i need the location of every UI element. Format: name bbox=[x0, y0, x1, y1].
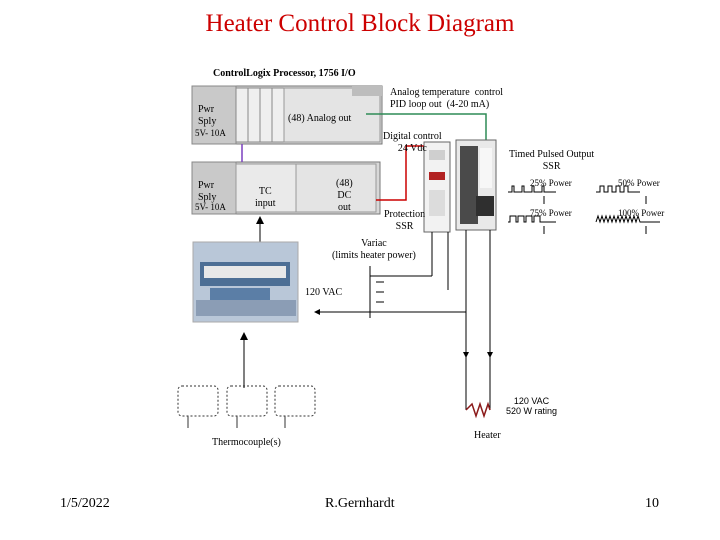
waveforms bbox=[508, 185, 660, 234]
footer-date: 1/5/2022 bbox=[60, 496, 110, 511]
dc-out-label: (48) DC out bbox=[336, 178, 353, 213]
bottom-rack bbox=[191, 161, 381, 215]
waveform-100-label: 100% Power bbox=[618, 208, 665, 218]
variac-terminals bbox=[376, 281, 384, 303]
analog-wire bbox=[366, 113, 487, 146]
page-title: Heater Control Block Diagram bbox=[205, 10, 515, 37]
analog-control-label: Analog temperature control PID loop out … bbox=[390, 87, 504, 110]
processor-label: ControlLogix Processor, 1756 I/O bbox=[213, 68, 356, 79]
footer-author: R.Gernhardt bbox=[325, 496, 395, 511]
terminal-block-image bbox=[192, 241, 299, 323]
power-wiring bbox=[316, 230, 491, 410]
timed-ssr-label: Timed Pulsed Output SSR bbox=[509, 149, 595, 172]
heater-rating-label: 120 VAC 520 W rating bbox=[506, 396, 558, 416]
timed-ssr bbox=[455, 139, 497, 231]
footer-page: 10 bbox=[645, 496, 659, 511]
heater-resistor bbox=[465, 401, 491, 419]
heater-label: Heater bbox=[474, 430, 501, 441]
digital-control-label: Digital control 24 Vdc bbox=[383, 131, 442, 154]
top-pwr-rating: 5V- 10A bbox=[195, 128, 226, 138]
protection-ssr-label: Protection SSR bbox=[384, 209, 426, 232]
waveform-75-label: 75% Power bbox=[530, 208, 572, 218]
tc-input-label: TC input bbox=[255, 186, 276, 209]
bottom-pwr-label: Pwr Sply bbox=[198, 180, 217, 203]
thermocouples bbox=[177, 385, 316, 428]
ac-label: 120 VAC bbox=[305, 287, 343, 298]
top-pwr-label: Pwr Sply bbox=[198, 104, 217, 127]
bottom-pwr-rating: 5V- 10A bbox=[195, 202, 226, 212]
analog-out-label: (48) Analog out bbox=[288, 113, 352, 124]
protection-ssr bbox=[423, 141, 451, 233]
waveform-50-label: 50% Power bbox=[618, 178, 660, 188]
thermocouple-label: Thermocouple(s) bbox=[212, 437, 281, 448]
variac-label: Variac (limits heater power) bbox=[332, 238, 416, 261]
waveform-25-label: 25% Power bbox=[530, 178, 572, 188]
digital-wire bbox=[376, 145, 428, 201]
top-rack bbox=[191, 85, 383, 145]
